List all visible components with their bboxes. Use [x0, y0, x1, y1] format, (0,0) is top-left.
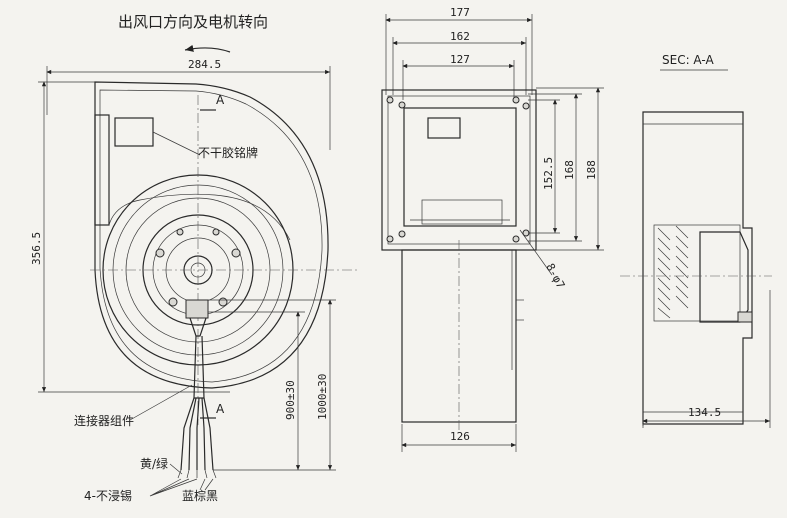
lead-length-1000: 1000±30 — [316, 374, 329, 420]
mounting-holes — [386, 96, 530, 243]
section-bottom-dim: 134.5 — [688, 406, 721, 419]
dim-152-5: 152.5 — [542, 157, 555, 190]
dim-127: 127 — [450, 53, 470, 66]
front-view: 284.5 356.5 不干胶铭牌 — [30, 58, 360, 503]
rotation-arrow-icon — [184, 44, 231, 53]
height-dimension: 356.5 — [30, 232, 43, 265]
width-dimension: 284.5 — [188, 58, 221, 71]
connector-label: 连接器组件 — [74, 413, 134, 428]
dim-168: 168 — [563, 160, 576, 180]
wire-label-no-tin: 4-不浸锡 — [84, 488, 132, 503]
hole-spec: 8-φ7 — [543, 261, 567, 291]
side-bottom-dim: 126 — [450, 430, 470, 443]
lead-length-900: 900±30 — [284, 380, 297, 420]
dim-177: 177 — [450, 6, 470, 19]
side-view: 177 162 127 — [381, 6, 604, 452]
dim-162: 162 — [450, 30, 470, 43]
section-mark-top: A — [216, 93, 225, 107]
drawing-title: 出风口方向及电机转向 — [118, 13, 268, 31]
nameplate-label: 不干胶铭牌 — [198, 145, 258, 160]
section-label: SEC: A-A — [662, 53, 714, 67]
dim-188: 188 — [585, 160, 598, 180]
nameplate — [114, 117, 154, 147]
wire-label-blue-brown-black: 蓝棕黑 — [182, 488, 218, 503]
wire-label-yellow-green: 黄/绿 — [140, 456, 168, 471]
section-view: SEC: A-A 134.5 — [620, 53, 772, 428]
section-mark-bottom: A — [216, 402, 225, 416]
impeller-blades — [657, 225, 689, 319]
